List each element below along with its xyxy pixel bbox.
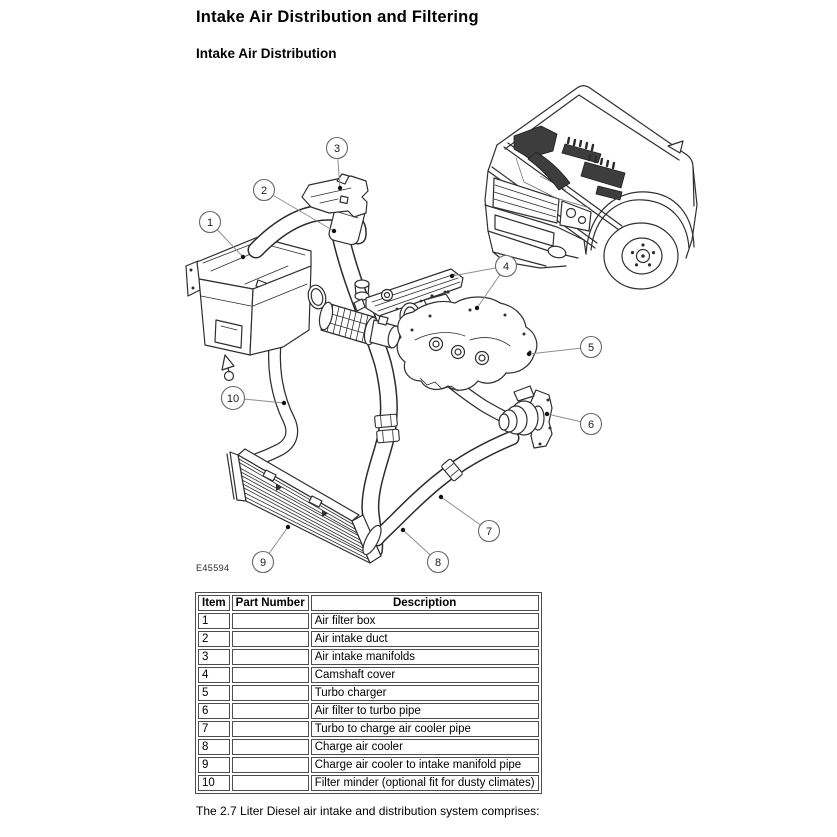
- callout-1: 1: [198, 210, 222, 234]
- cell-description: Air intake manifolds: [310, 649, 539, 665]
- cell-item: 10: [198, 775, 230, 791]
- table-header-row: Item Part Number Description: [198, 595, 539, 611]
- table-row: 5 Turbo charger: [198, 685, 539, 701]
- callout-2: 2: [252, 178, 276, 202]
- cell-part-number: [231, 613, 309, 629]
- cell-part-number: [231, 757, 309, 773]
- cell-description: Camshaft cover: [310, 667, 539, 683]
- table-row: 4 Camshaft cover: [198, 667, 539, 683]
- header-part-number: Part Number: [231, 595, 309, 611]
- table-row: 2 Air intake duct: [198, 631, 539, 647]
- callout-5: 5: [579, 335, 603, 359]
- cell-description: Charge air cooler to intake manifold pip…: [310, 757, 539, 773]
- vehicle-illustration: [484, 85, 698, 290]
- turbo-charger: [498, 385, 553, 449]
- svg-text:5: 5: [588, 342, 594, 354]
- table-row: 10 Filter minder (optional fit for dusty…: [198, 775, 539, 791]
- svg-text:10: 10: [227, 393, 239, 405]
- leader-lines: [209, 147, 592, 563]
- callout-4: 4: [494, 254, 518, 278]
- cell-part-number: [231, 721, 309, 737]
- section-title: Intake Air Distribution: [196, 46, 337, 61]
- callout-10: 10: [220, 385, 246, 411]
- cell-item: 1: [198, 613, 230, 629]
- table-row: 9 Charge air cooler to intake manifold p…: [198, 757, 539, 773]
- cell-part-number: [231, 667, 309, 683]
- cell-item: 8: [198, 739, 230, 755]
- cell-description: Air intake duct: [310, 631, 539, 647]
- cell-description: Turbo to charge air cooler pipe: [310, 721, 539, 737]
- cell-description: Filter minder (optional fit for dusty cl…: [310, 775, 539, 791]
- callout-9: 9: [251, 550, 275, 574]
- callout-7: 7: [477, 519, 501, 543]
- svg-text:1: 1: [207, 217, 213, 229]
- cell-item: 5: [198, 685, 230, 701]
- svg-text:3: 3: [334, 143, 340, 155]
- svg-text:9: 9: [260, 557, 266, 569]
- cell-description: Charge air cooler: [310, 739, 539, 755]
- air-intake-manifold: [301, 173, 369, 218]
- svg-text:2: 2: [261, 185, 267, 197]
- intake-manifold-casting: [396, 296, 538, 392]
- body-text: The 2.7 Liter Diesel air intake and dist…: [196, 804, 540, 818]
- callout-3: 3: [325, 136, 349, 160]
- cell-description: Turbo charger: [310, 685, 539, 701]
- callout-6: 6: [579, 412, 603, 436]
- cell-part-number: [231, 685, 309, 701]
- cell-item: 9: [198, 757, 230, 773]
- cell-description: Air filter to turbo pipe: [310, 703, 539, 719]
- air-filter-to-turbo-pipe: [318, 301, 401, 349]
- charge-air-cooler: [226, 448, 382, 564]
- table-row: 8 Charge air cooler: [198, 739, 539, 755]
- cell-item: 4: [198, 667, 230, 683]
- table-row: 3 Air intake manifolds: [198, 649, 539, 665]
- callout-8: 8: [426, 550, 450, 574]
- page-title: Intake Air Distribution and Filtering: [196, 8, 479, 26]
- cell-part-number: [231, 739, 309, 755]
- svg-text:4: 4: [503, 261, 509, 273]
- header-description: Description: [310, 595, 539, 611]
- table-row: 6 Air filter to turbo pipe: [198, 703, 539, 719]
- cell-description: Air filter box: [310, 613, 539, 629]
- table-row: 1 Air filter box: [198, 613, 539, 629]
- air-filter-box: [185, 236, 327, 382]
- svg-text:6: 6: [588, 419, 594, 431]
- svg-text:8: 8: [435, 557, 441, 569]
- cell-item: 6: [198, 703, 230, 719]
- figure-code: E45594: [196, 563, 229, 573]
- table-row: 7 Turbo to charge air cooler pipe: [198, 721, 539, 737]
- cell-item: 2: [198, 631, 230, 647]
- svg-text:7: 7: [486, 526, 492, 538]
- cell-part-number: [231, 649, 309, 665]
- cell-item: 7: [198, 721, 230, 737]
- header-item: Item: [198, 595, 230, 611]
- cell-item: 3: [198, 649, 230, 665]
- intake-diagram: 1 2 3 4 5 6 7 8 9 10 E45594: [185, 85, 698, 574]
- cell-part-number: [231, 703, 309, 719]
- cell-part-number: [231, 775, 309, 791]
- cell-part-number: [231, 631, 309, 647]
- parts-table: Item Part Number Description 1 Air filte…: [195, 592, 542, 794]
